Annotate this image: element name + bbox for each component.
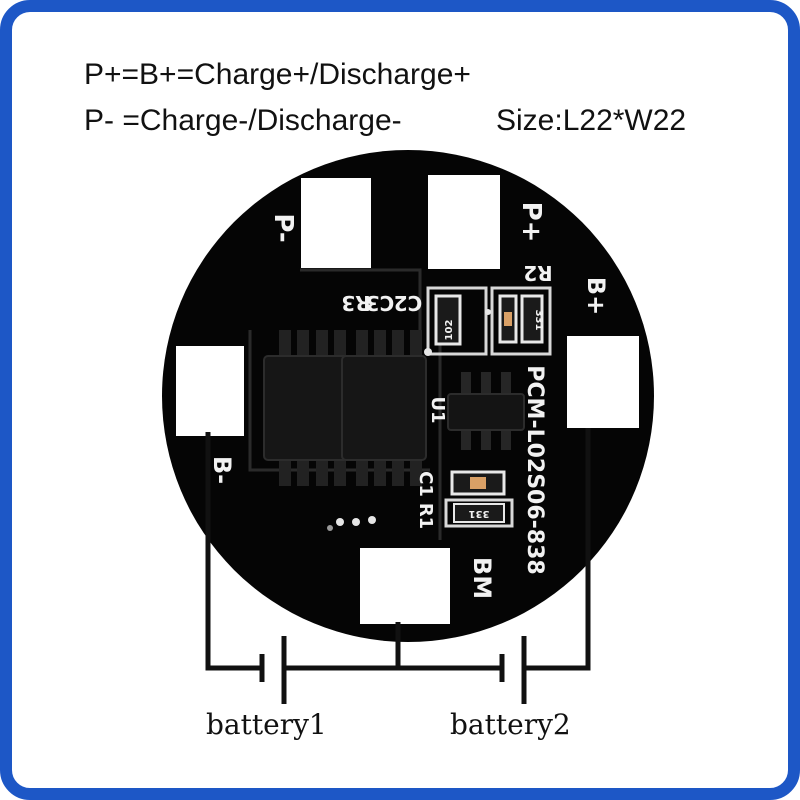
resistor-r1-code: 331	[469, 508, 490, 519]
pcb-traces	[248, 268, 442, 540]
mosfet-right	[341, 330, 427, 486]
label-u1: U1	[427, 396, 448, 423]
pad-b-minus	[176, 346, 244, 436]
board-model: PCM-L02S06-838	[522, 365, 547, 574]
label-c1: C1	[415, 471, 436, 497]
label-r1: R1	[415, 503, 436, 529]
label-c3: C3	[366, 291, 395, 315]
pcb-vias	[327, 309, 491, 531]
resistor-r2: 331	[520, 294, 544, 344]
label-c2: C2	[394, 291, 423, 315]
resistor-r2-code: 331	[533, 310, 544, 331]
label-r2: R2	[523, 261, 552, 285]
label-p-minus: P-	[268, 213, 298, 242]
pad-bm	[360, 548, 450, 624]
header-line-negative: P- =Charge-/Discharge-	[84, 104, 402, 137]
battery-wiring	[205, 428, 591, 704]
label-bm: BM	[468, 557, 496, 599]
pad-b-plus	[567, 336, 639, 428]
capacitor-c2-c3	[490, 286, 552, 356]
resistor-r3: 102	[426, 286, 488, 356]
label-r3: R3	[341, 291, 370, 315]
wire-b-plus	[524, 428, 591, 671]
capacitor-c1	[450, 470, 506, 496]
header-size: Size:L22*W22	[496, 104, 687, 137]
label-b-plus: B+	[582, 277, 610, 315]
pad-p-plus	[428, 175, 500, 269]
battery1-label: battery1	[206, 708, 327, 741]
resistor-r1: 331	[444, 498, 514, 528]
wire-b-minus	[205, 432, 262, 671]
label-p-plus: P+	[516, 202, 546, 243]
resistor-r3-code: 102	[444, 320, 455, 341]
battery2-label: battery2	[450, 708, 571, 741]
label-b-minus: B-	[208, 456, 236, 484]
ic-u1	[447, 372, 525, 450]
header-line-positive: P+=B+=Charge+/Discharge+	[84, 58, 471, 91]
pad-p-minus	[301, 178, 371, 268]
